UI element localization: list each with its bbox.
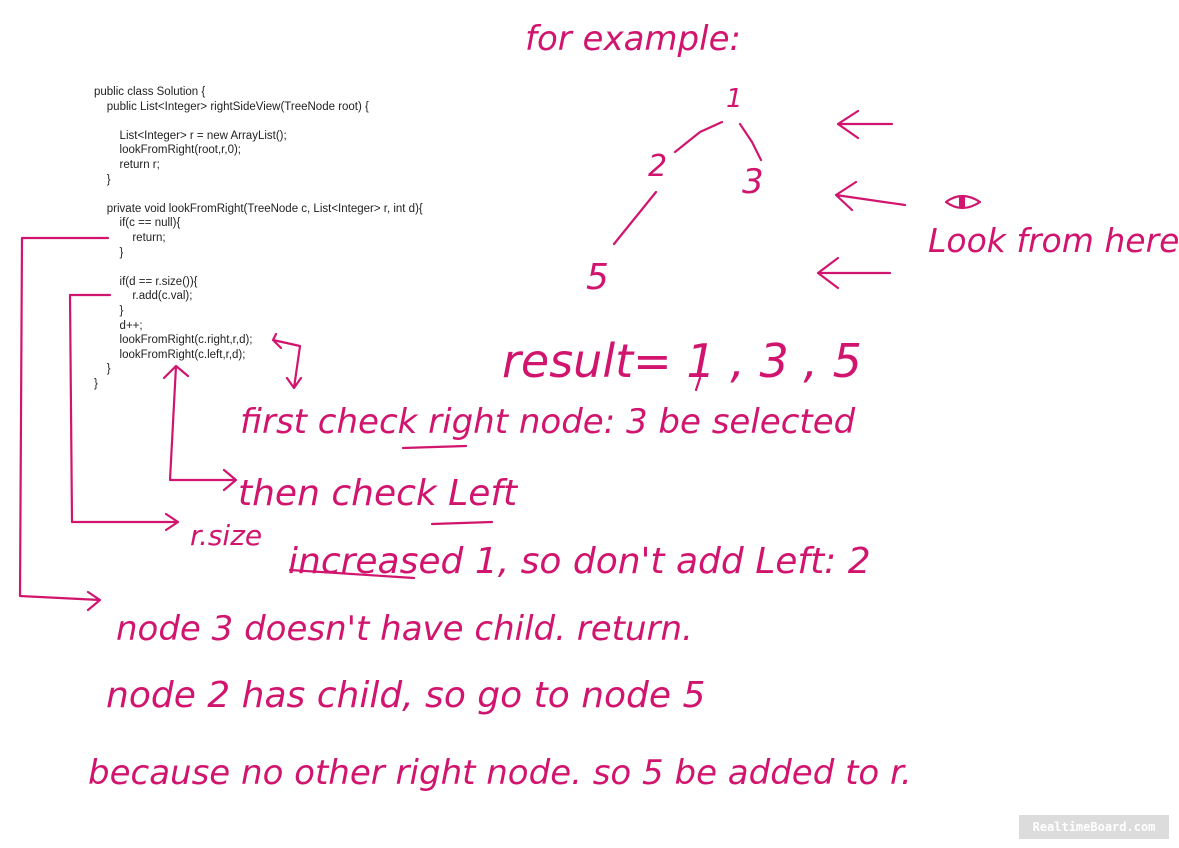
tree-node-5: 5 bbox=[586, 257, 609, 298]
code-line: r.add(c.val); bbox=[94, 290, 193, 303]
code-line: public List<Integer> rightSideView(TreeN… bbox=[94, 100, 369, 113]
underline-right bbox=[401, 444, 468, 450]
tree-node-3: 3 bbox=[742, 162, 764, 202]
code-line: List<Integer> r = new ArrayList(); bbox=[94, 129, 287, 142]
code-block: public class Solution { public List<Inte… bbox=[94, 85, 423, 391]
code-line: if(c == null){ bbox=[94, 217, 181, 230]
right-call-arrow bbox=[271, 332, 303, 390]
result-label: result= 1 , 3 , 5 bbox=[502, 334, 862, 388]
null-check-bracket bbox=[18, 236, 110, 612]
first-check-note: first check right node: 3 be selected bbox=[240, 402, 856, 442]
tree-edge-root-left bbox=[673, 120, 724, 154]
look-from-here-label: Look from here bbox=[928, 221, 1179, 260]
tree-node-2: 2 bbox=[648, 149, 668, 184]
underline-increased bbox=[288, 568, 416, 580]
eye-icon bbox=[944, 194, 982, 210]
code-line: if(d == r.size()){ bbox=[94, 275, 198, 288]
code-line: lookFromRight(c.right,r,d); bbox=[94, 334, 253, 347]
view-arrow-bottom bbox=[816, 256, 892, 290]
code-line: } bbox=[94, 304, 124, 317]
node2-note: node 2 has child, so go to node 5 bbox=[106, 675, 706, 716]
tree-edge-left-leftleft bbox=[612, 190, 658, 246]
rsize-note: r.size bbox=[190, 519, 263, 552]
code-line: } bbox=[94, 363, 111, 376]
size-check-bracket bbox=[68, 293, 180, 532]
code-line: return; bbox=[94, 231, 166, 244]
node3-note: node 3 doesn't have child. return. bbox=[116, 609, 693, 649]
code-line: } bbox=[94, 246, 124, 259]
left-call-arrow bbox=[162, 364, 238, 492]
increased-note: increased 1, so don't add Left: 2 bbox=[288, 541, 871, 582]
for-example-label: for example: bbox=[525, 19, 741, 59]
view-arrow-top bbox=[836, 109, 894, 140]
tree-node-1: 1 bbox=[726, 84, 743, 114]
tree-edge-root-right bbox=[738, 122, 763, 162]
code-line: public class Solution { bbox=[94, 86, 206, 98]
code-line: } bbox=[94, 377, 98, 390]
code-line: return r; bbox=[94, 158, 160, 171]
because-note: because no other right node. so 5 be add… bbox=[88, 753, 912, 793]
code-line: lookFromRight(c.left,r,d); bbox=[94, 348, 246, 361]
watermark-logo: RealtimeBoard.com bbox=[1019, 815, 1169, 839]
view-arrow-middle bbox=[834, 180, 907, 212]
code-line: } bbox=[94, 173, 111, 186]
code-line: lookFromRight(root,r,0); bbox=[94, 144, 241, 157]
underline-left bbox=[430, 520, 494, 526]
code-line: private void lookFromRight(TreeNode c, L… bbox=[94, 202, 423, 215]
code-line: d++; bbox=[94, 319, 143, 332]
then-check-note: then check Left bbox=[238, 473, 518, 514]
